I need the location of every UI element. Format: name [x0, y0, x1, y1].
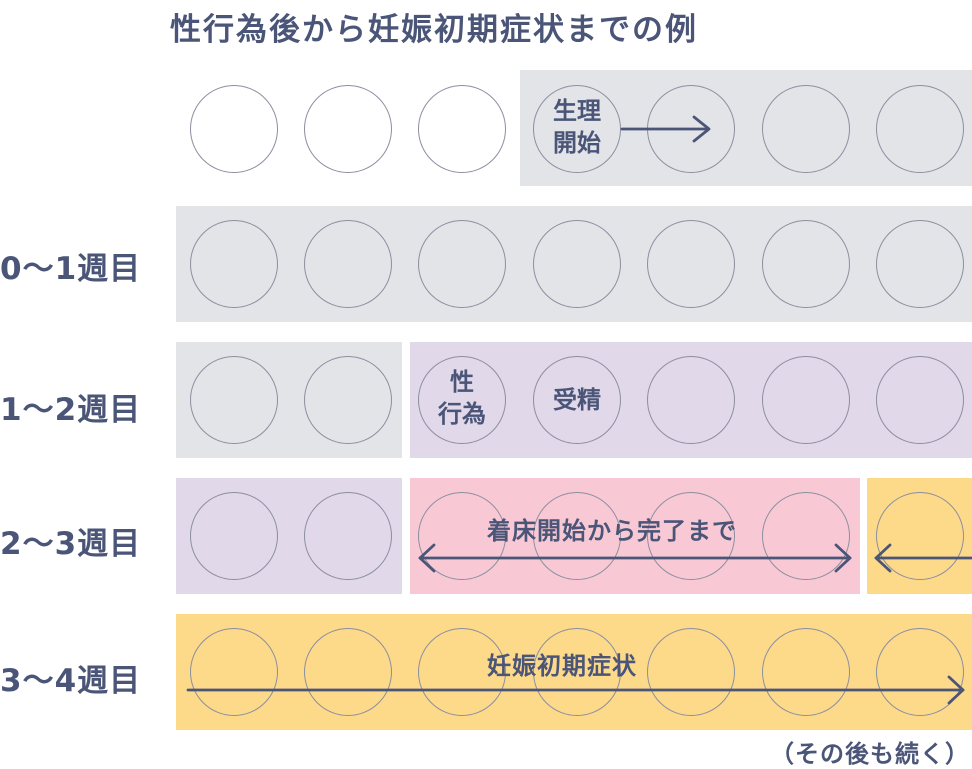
day-circle [418, 85, 506, 173]
row-label-week-0-1: 0〜1週目 [0, 251, 142, 287]
day-circle [533, 220, 621, 308]
day-circle [762, 628, 850, 716]
day-circle [762, 220, 850, 308]
day-circle-period-start [533, 85, 621, 173]
row-label-week-2-3: 2〜3週目 [0, 526, 142, 562]
day-circle [876, 492, 964, 580]
day-circle [304, 220, 392, 308]
day-circle-intercourse [418, 356, 506, 444]
day-circle [304, 628, 392, 716]
day-circle [304, 492, 392, 580]
period-arrow [620, 115, 711, 143]
day-circle [876, 356, 964, 444]
early-symptoms-arrow [186, 675, 965, 705]
day-circle [762, 356, 850, 444]
diagram-title: 性行為後から妊娠初期症状までの例 [170, 12, 698, 48]
day-circle [190, 220, 278, 308]
row-label-week-1-2: 1〜2週目 [0, 392, 142, 428]
day-circle [418, 628, 506, 716]
day-circle [418, 220, 506, 308]
day-circle [647, 220, 735, 308]
day-circle [762, 85, 850, 173]
day-circle [304, 356, 392, 444]
day-circle [190, 85, 278, 173]
early-symptoms-label: 妊娠初期症状 [487, 652, 637, 680]
day-circle [304, 85, 392, 173]
implantation-label: 着床開始から完了まで [487, 517, 737, 545]
day-circle [190, 628, 278, 716]
implantation-double-arrow [418, 543, 852, 573]
continuation-left-arrow [874, 543, 972, 573]
period-start-label: 生理 開始 [553, 97, 601, 157]
day-circle [533, 492, 621, 580]
day-circle [190, 356, 278, 444]
day-circle [647, 628, 735, 716]
day-circle [418, 492, 506, 580]
footnote-continues: （その後も続く） [770, 740, 970, 768]
row-label-week-3-4: 3〜4週目 [0, 663, 142, 699]
day-circle [190, 492, 278, 580]
day-circle [533, 628, 621, 716]
intercourse-label: 性 行為 [438, 368, 486, 428]
day-circle [876, 628, 964, 716]
day-circle [647, 492, 735, 580]
day-circle [762, 492, 850, 580]
day-circle [647, 356, 735, 444]
day-circle [876, 220, 964, 308]
day-circle-fertilization [533, 356, 621, 444]
fertilization-label: 受精 [553, 386, 601, 414]
day-circle [876, 85, 964, 173]
